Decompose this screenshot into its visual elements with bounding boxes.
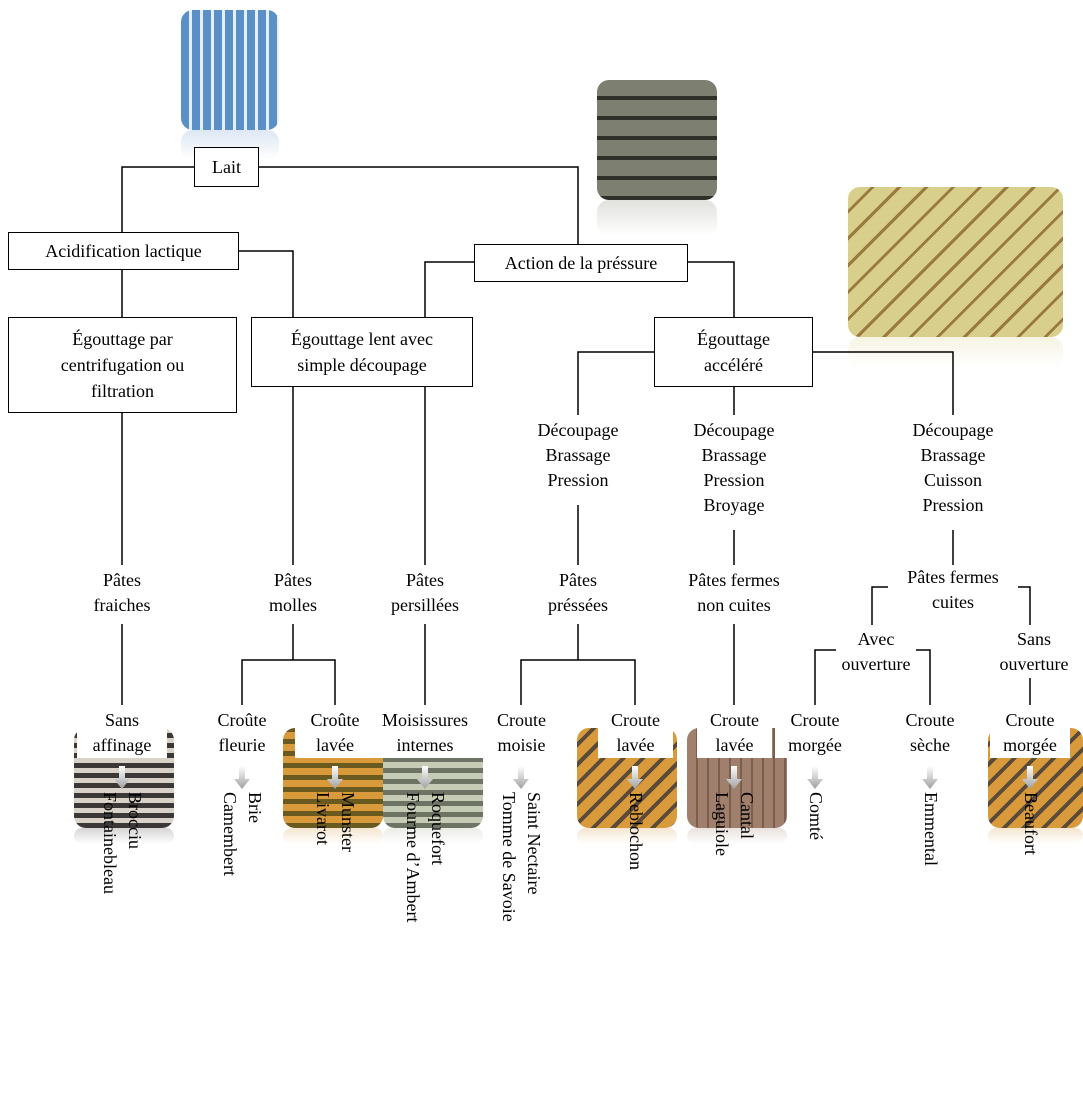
croute-morgee-avec: Croute morgée xyxy=(775,708,855,758)
cheese-roquefort: Roquefort Fourme d’Ambert xyxy=(403,792,448,923)
node-egouttage-lent: Égouttage lent avec simple découpage xyxy=(251,317,473,387)
croute-seche: Croute sèche xyxy=(892,708,968,758)
cheese-brie: Brie Camembert xyxy=(220,792,265,876)
arrow-munster xyxy=(327,766,343,789)
moisissures-internes: Moisissures internes xyxy=(367,708,483,758)
line-acid-lent xyxy=(239,250,294,318)
croute-lavee-pressees: Croute lavée xyxy=(598,708,673,758)
cheese-emmental: Emmental xyxy=(921,792,941,866)
step-decoupage-2: Découpage Brassage Pression Broyage xyxy=(674,418,794,518)
cheese-cantal: Cantal Laguiole xyxy=(712,792,757,856)
croute-fleurie: Croûte fleurie xyxy=(202,708,282,758)
pates-fermes-cuites: Pâtes fermes cuites xyxy=(888,565,1018,615)
avec-ouverture: Avec ouverture xyxy=(836,627,916,677)
croute-moisie: Croute moisie xyxy=(484,708,559,758)
arrow-brie xyxy=(234,766,250,789)
line-pressees-fork xyxy=(520,659,636,705)
node-egouttage-centrifugation: Égouttage par centrifugation ou filtrati… xyxy=(8,317,237,413)
node-lait: Lait xyxy=(194,147,259,187)
line-molles-fork xyxy=(241,659,336,705)
line-pressure-lent xyxy=(424,261,475,318)
cheese-beaufort: Beaufort xyxy=(1021,792,1041,855)
arrow-broccio xyxy=(114,766,130,789)
pates-fraiches: Pâtes fraiches xyxy=(72,568,172,618)
broccio-image-reflection xyxy=(74,828,174,844)
croute-lavee-fermes: Croute lavée xyxy=(697,708,772,758)
step-decoupage-3: Découpage Brassage Cuisson Pression xyxy=(893,418,1013,518)
pates-molles: Pâtes molles xyxy=(248,568,338,618)
line-lait-acidification xyxy=(121,166,195,233)
cheese-saint-nectaire: Saint Nectaire Tomme de Savoie xyxy=(499,792,544,922)
cheese-broccio: Brocciu Fontainebleau xyxy=(100,792,145,894)
line-lait-pressure xyxy=(258,166,579,245)
roquefort-image-reflection xyxy=(383,828,483,844)
arrow-roquefort xyxy=(417,766,433,789)
pates-persillees: Pâtes persillées xyxy=(370,568,480,618)
croute-sans-affinage: Sans affinage xyxy=(77,708,167,758)
line-to-step1 xyxy=(577,351,655,415)
sans-ouverture: Sans ouverture xyxy=(990,627,1078,677)
brie-image-reflection xyxy=(283,828,383,844)
line-avec-seche xyxy=(912,649,931,705)
pressure-image xyxy=(597,80,717,200)
beaufort-image-reflection xyxy=(988,828,1083,844)
arrow-comte xyxy=(807,766,823,789)
pates-pressees: Pâtes préssées xyxy=(528,568,628,618)
arrow-cantal xyxy=(726,766,742,789)
node-pressure: Action de la préssure xyxy=(474,244,688,282)
line-cuites-sans xyxy=(1012,586,1031,625)
node-egouttage-accelere: Égouttage accéléré xyxy=(654,317,813,387)
arrow-emmental xyxy=(922,766,938,789)
arrow-beaufort xyxy=(1022,766,1038,789)
node-acidification: Acidification lactique xyxy=(8,232,239,270)
pressure-image-reflection xyxy=(597,200,717,236)
meadow-image xyxy=(848,187,1063,337)
line-cuites-avec xyxy=(871,586,895,625)
reblochon-image-reflection xyxy=(577,828,677,844)
croute-morgee-sans: Croute morgée xyxy=(990,708,1070,758)
line-to-step3 xyxy=(812,351,954,415)
line-avec-morgee xyxy=(814,649,838,705)
cantal-image-reflection xyxy=(687,828,787,844)
arrow-saint-nectaire xyxy=(513,766,529,789)
croute-lavee-molles: Croûte lavée xyxy=(295,708,375,758)
cheese-reblochon: Reblochon xyxy=(626,792,646,870)
pates-fermes-non-cuites: Pâtes fermes non cuites xyxy=(669,568,799,618)
milk-image xyxy=(181,10,279,130)
cheese-munster: Munster Livarot xyxy=(313,792,358,852)
arrow-reblochon xyxy=(627,766,643,789)
line-pressure-accelere xyxy=(687,261,735,318)
step-decoupage-1: Découpage Brassage Pression xyxy=(518,418,638,493)
cheese-comte: Comté xyxy=(806,792,826,840)
